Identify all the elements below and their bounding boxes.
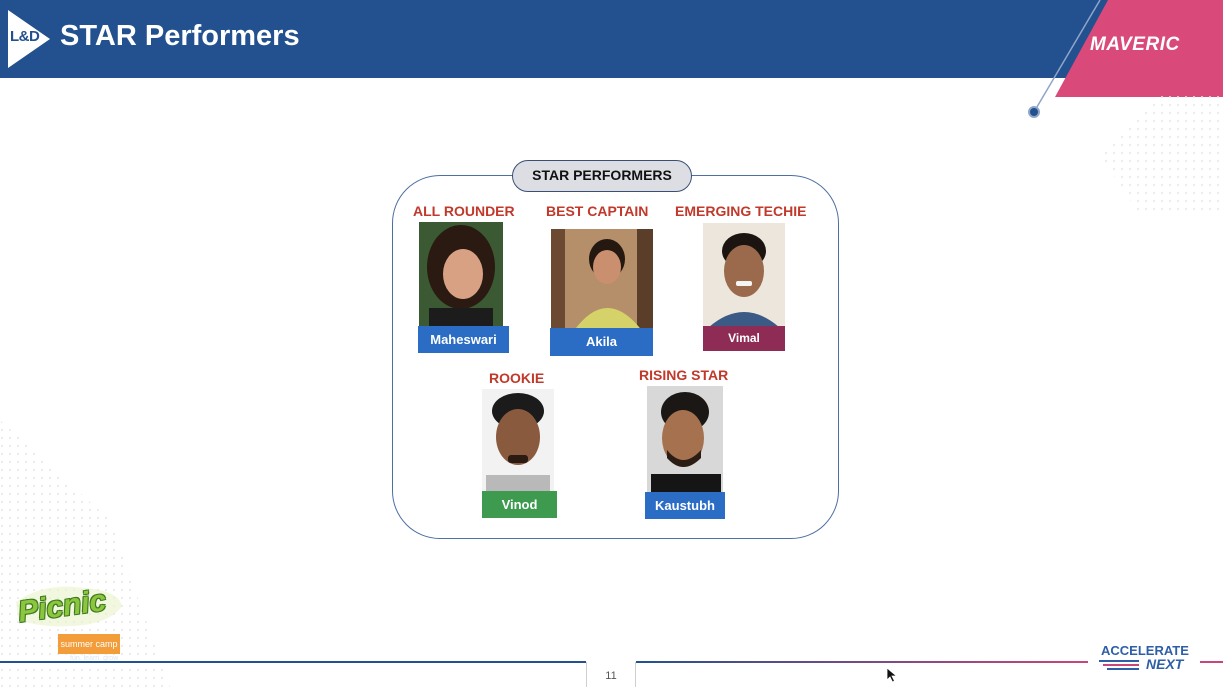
- photo-vimal: [703, 223, 785, 327]
- ld-logo-text: L&D: [10, 28, 40, 45]
- card-title: STAR PERFORMERS: [512, 160, 692, 192]
- page-number: 11: [605, 670, 617, 682]
- award-title: BEST CAPTAIN: [546, 203, 649, 219]
- name-tag-kaustubh: Kaustubh: [645, 492, 725, 519]
- ld-logo-icon: [6, 8, 52, 70]
- summer-camp-subtitle: fun. learn. grow: [70, 655, 119, 662]
- page-number-box: [586, 662, 636, 687]
- accelerate-next-logo-next: NEXT: [1146, 656, 1184, 672]
- picnic-logo-icon: [14, 580, 126, 664]
- name-tag-vinod: Vinod: [482, 491, 557, 518]
- brand-banner: [1020, 0, 1223, 125]
- maveric-logo: MAVERIC: [1090, 34, 1180, 55]
- decorative-dots: [1080, 95, 1223, 215]
- photo-kaustubh: [647, 386, 723, 492]
- footer-divider: [0, 661, 586, 663]
- award-title: ALL ROUNDER: [413, 203, 515, 219]
- name-tag-akila: Akila: [550, 328, 653, 356]
- summer-camp-tag: summer camp: [58, 634, 120, 654]
- award-title: RISING STAR: [639, 367, 729, 383]
- footer-divider: [1200, 661, 1223, 663]
- mouse-cursor-icon: [886, 667, 898, 683]
- footer-divider: [636, 661, 1088, 663]
- accelerate-next-logo: ACCELERATE: [1101, 643, 1189, 658]
- speed-lines-icon: [1099, 658, 1141, 670]
- award-title: ROOKIE: [489, 370, 545, 386]
- name-tag-vimal: Vimal: [703, 326, 785, 351]
- photo-maheswari: [419, 222, 503, 328]
- photo-akila: [551, 229, 653, 332]
- header-bar: [0, 0, 1223, 78]
- page-title: STAR Performers: [60, 20, 300, 52]
- award-title: EMERGING TECHIE: [675, 203, 807, 219]
- name-tag-maheswari: Maheswari: [418, 326, 509, 353]
- photo-vinod: [482, 389, 554, 491]
